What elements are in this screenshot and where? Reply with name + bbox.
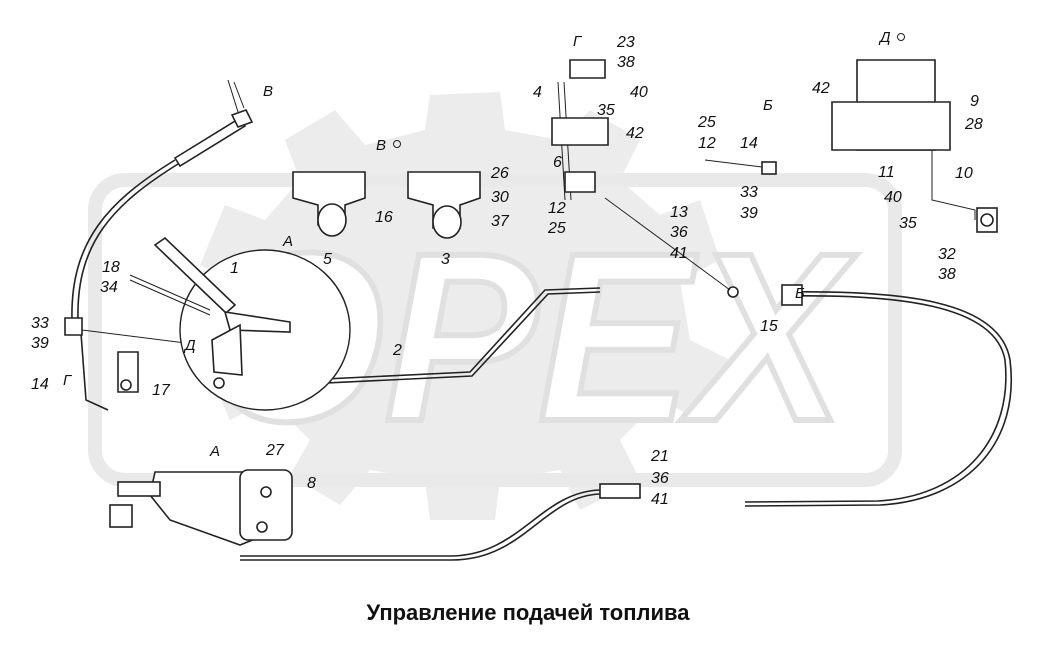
label-36: 36 — [670, 224, 688, 241]
label-8: 8 — [307, 475, 316, 492]
view-marker-b-detail: Б — [763, 97, 773, 114]
label-2: 2 — [392, 342, 402, 359]
label-6: 6 — [553, 154, 562, 171]
view-marker-v-detail: В — [376, 137, 386, 154]
label-4: 4 — [533, 84, 542, 101]
label-13: 13 — [670, 204, 688, 221]
view-d-assembly — [831, 59, 998, 233]
label-38: 38 — [617, 54, 635, 71]
view-marker-g: Г — [63, 372, 73, 389]
label-33-b: 33 — [31, 315, 49, 332]
view-g-assembly — [551, 59, 609, 201]
label-34: 34 — [100, 279, 118, 296]
view-markers: В В Г Г Д Д Б Б А А — [63, 29, 905, 460]
label-23: 23 — [616, 34, 635, 51]
label-11: 11 — [878, 164, 895, 181]
label-39: 39 — [740, 205, 758, 222]
label-21: 21 — [650, 448, 669, 465]
detail-a — [109, 469, 641, 546]
label-40: 40 — [630, 84, 648, 101]
brackets — [292, 171, 481, 239]
label-25: 25 — [547, 220, 566, 237]
label-41-b: 41 — [651, 491, 669, 508]
view-marker-d-detail: Д — [878, 29, 891, 46]
diagram-caption: Управление подачей топлива — [366, 600, 690, 625]
view-marker-a-detail: А — [209, 443, 220, 460]
view-marker-v: В — [263, 83, 273, 100]
label-14: 14 — [740, 135, 758, 152]
label-38-b: 38 — [938, 266, 956, 283]
label-39-b: 39 — [31, 335, 49, 352]
label-18: 18 — [102, 259, 120, 276]
label-12-b: 12 — [698, 135, 716, 152]
pedal-assembly — [117, 236, 351, 411]
view-b-fitting — [704, 159, 777, 175]
label-42-b: 42 — [812, 80, 830, 97]
label-12: 12 — [548, 200, 566, 217]
label-40-b: 40 — [884, 189, 902, 206]
label-10: 10 — [955, 165, 973, 182]
label-9: 9 — [970, 93, 979, 110]
label-32: 32 — [938, 246, 956, 263]
label-35: 35 — [597, 102, 615, 119]
clamp-15 — [604, 197, 803, 306]
label-36-b: 36 — [651, 470, 669, 487]
view-marker-d: Д — [183, 337, 196, 354]
label-3: 3 — [441, 251, 450, 268]
label-41: 41 — [670, 245, 688, 262]
label-15: 15 — [760, 318, 778, 335]
label-42: 42 — [626, 125, 644, 142]
label-27: 27 — [265, 442, 285, 459]
part-labels: 23 38 4 40 35 42 6 12 25 13 36 41 25 12 … — [31, 34, 983, 508]
label-37: 37 — [491, 213, 510, 230]
label-35-b: 35 — [899, 215, 917, 232]
label-1: 1 — [230, 260, 239, 277]
label-25-b: 25 — [697, 114, 716, 131]
watermark-frame — [88, 173, 902, 487]
view-marker-a: А — [282, 233, 293, 250]
label-26: 26 — [490, 165, 509, 182]
upper-left-cable-end — [64, 79, 254, 336]
view-marker-b: Б — [795, 285, 805, 302]
label-16: 16 — [375, 209, 393, 226]
label-30: 30 — [491, 189, 509, 206]
label-14-b: 14 — [31, 376, 49, 393]
view-marker-g-detail: Г — [573, 33, 583, 50]
label-28: 28 — [964, 116, 983, 133]
label-17: 17 — [152, 382, 171, 399]
label-33: 33 — [740, 184, 758, 201]
cables — [71, 159, 1012, 561]
label-5: 5 — [323, 251, 332, 268]
